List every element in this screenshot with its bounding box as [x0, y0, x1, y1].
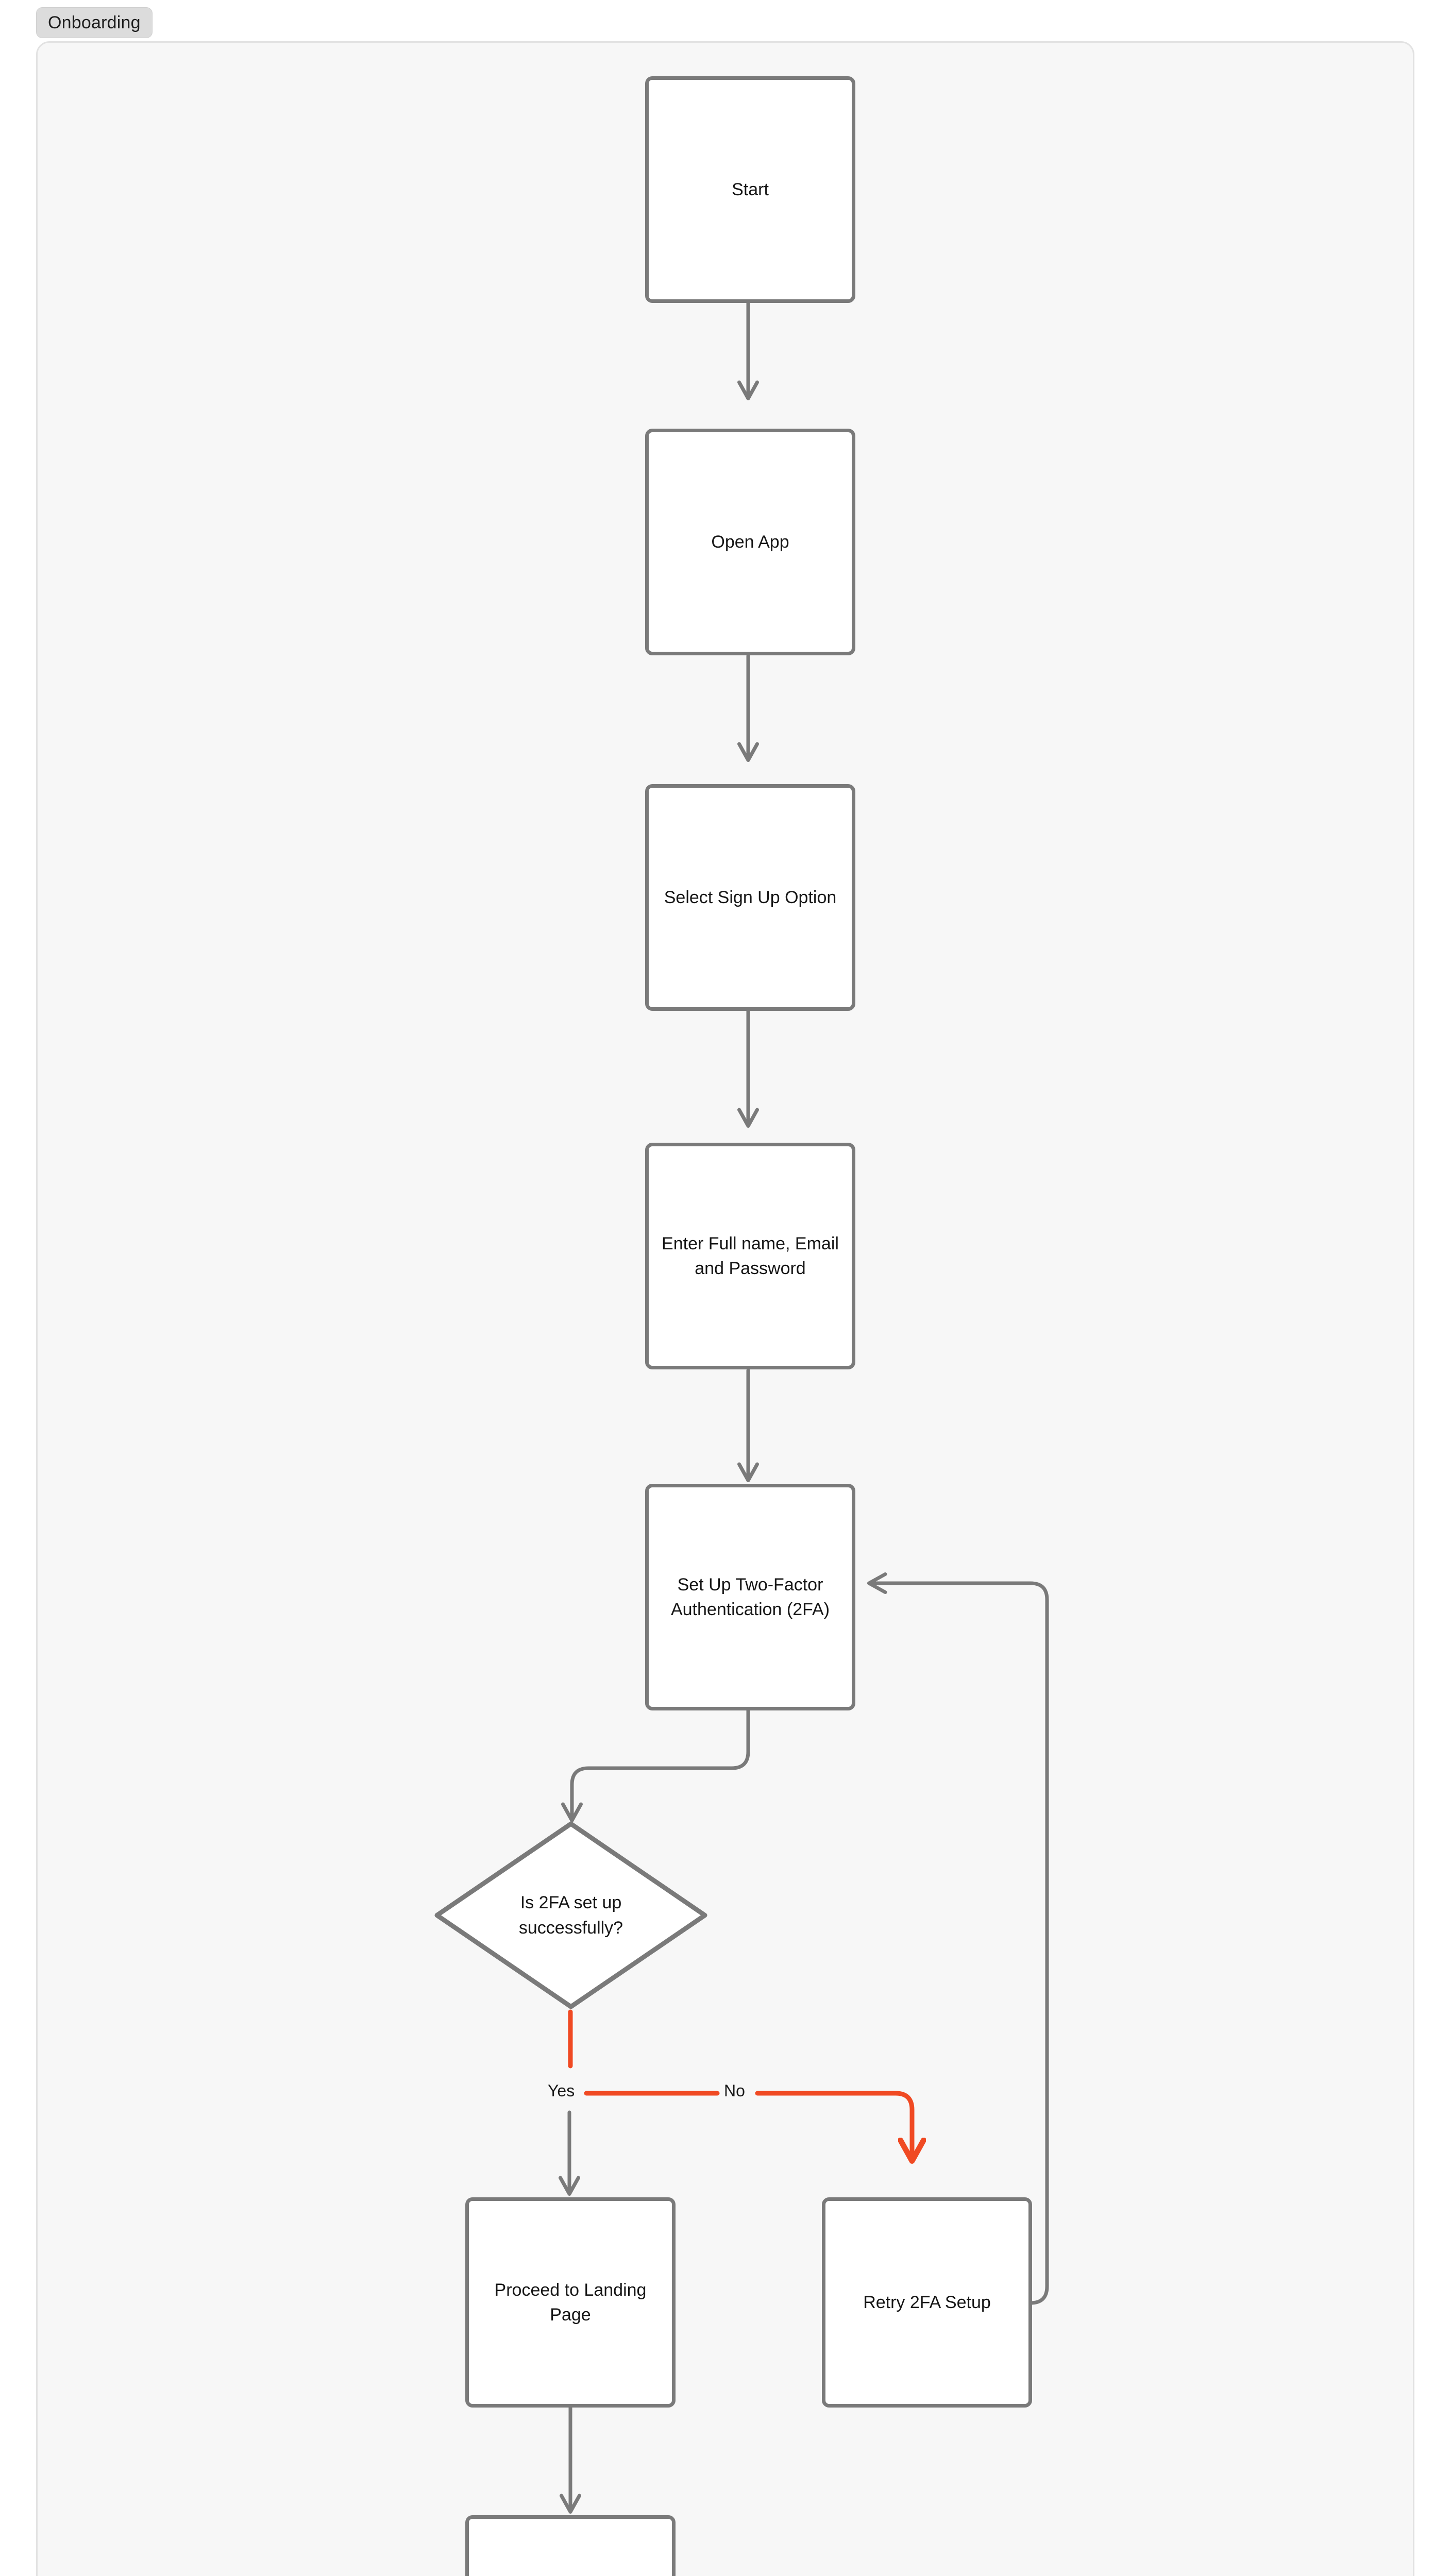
diamond-shape	[434, 1821, 707, 2009]
node-enter-credentials[interactable]: Enter Full name, Email and Password	[645, 1143, 855, 1369]
node-decision-2fa-success-label: Is 2FA set up successfully?	[518, 1893, 623, 1938]
node-start-label: Start	[732, 179, 769, 199]
node-enter-credentials-label: Enter Full name, Email and Password	[662, 1233, 839, 1278]
node-explore-account-features[interactable]: Explore Account Features	[465, 2515, 676, 2576]
diagram-tab-onboarding[interactable]: Onboarding	[36, 7, 153, 38]
node-open-app[interactable]: Open App	[645, 429, 855, 655]
node-setup-2fa-label: Set Up Two-Factor Authentication (2FA)	[670, 1574, 830, 1619]
tab-label: Onboarding	[48, 12, 141, 32]
node-open-app-label: Open App	[711, 532, 789, 552]
node-start[interactable]: Start	[645, 76, 855, 303]
edge-label-no: No	[724, 2081, 745, 2100]
node-select-sign-up-option[interactable]: Select Sign Up Option	[645, 784, 855, 1011]
node-proceed-to-landing-page-label: Proceed to Landing Page	[494, 2280, 647, 2325]
node-setup-2fa[interactable]: Set Up Two-Factor Authentication (2FA)	[645, 1484, 855, 1710]
node-select-sign-up-option-label: Select Sign Up Option	[664, 887, 837, 907]
node-retry-2fa-setup-label: Retry 2FA Setup	[863, 2292, 991, 2312]
node-proceed-to-landing-page[interactable]: Proceed to Landing Page	[465, 2197, 676, 2408]
edge-label-yes: Yes	[548, 2081, 575, 2100]
node-retry-2fa-setup[interactable]: Retry 2FA Setup	[822, 2197, 1032, 2408]
node-decision-2fa-success[interactable]: Is 2FA set up successfully?	[432, 1819, 710, 2012]
